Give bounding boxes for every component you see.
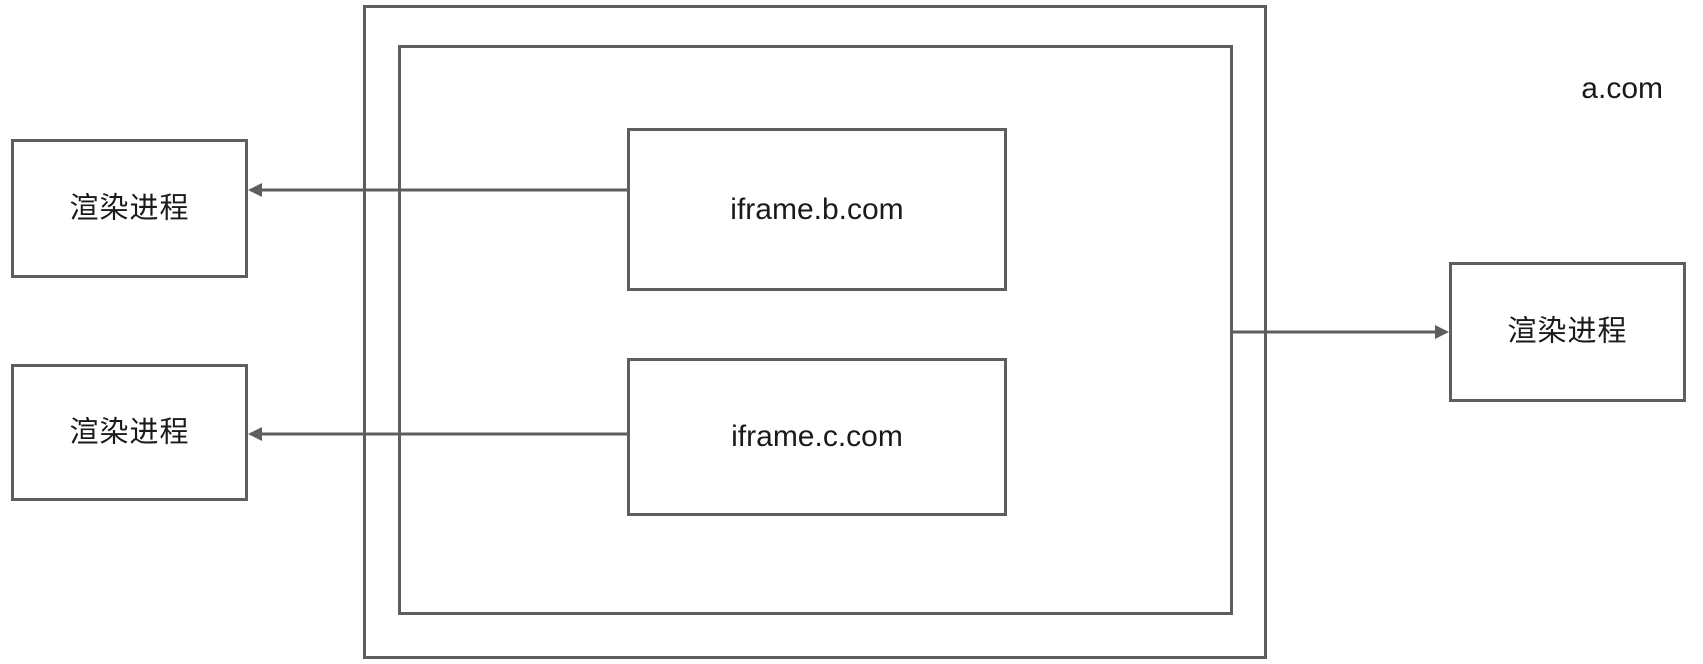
render-process-label-right: 渲染进程: [1507, 315, 1628, 348]
render-process-box-right: 渲染进程: [1449, 262, 1686, 402]
render-process-label-left-top: 渲染进程: [69, 192, 190, 224]
render-process-label-left-bottom: 渲染进程: [69, 416, 190, 448]
acom-label: a.com: [1581, 72, 1663, 105]
iframe-b-box: iframe.b.com: [627, 128, 1007, 291]
render-process-box-left-bottom: 渲染进程: [11, 364, 248, 501]
browser-container-box: [363, 5, 1267, 659]
iframe-c-box: iframe.c.com: [627, 358, 1007, 516]
iframe-c-label: iframe.c.com: [731, 420, 903, 453]
iframe-b-label: iframe.b.com: [730, 192, 904, 226]
acom-page-box: [398, 45, 1233, 615]
render-process-box-left-top: 渲染进程: [11, 139, 248, 278]
